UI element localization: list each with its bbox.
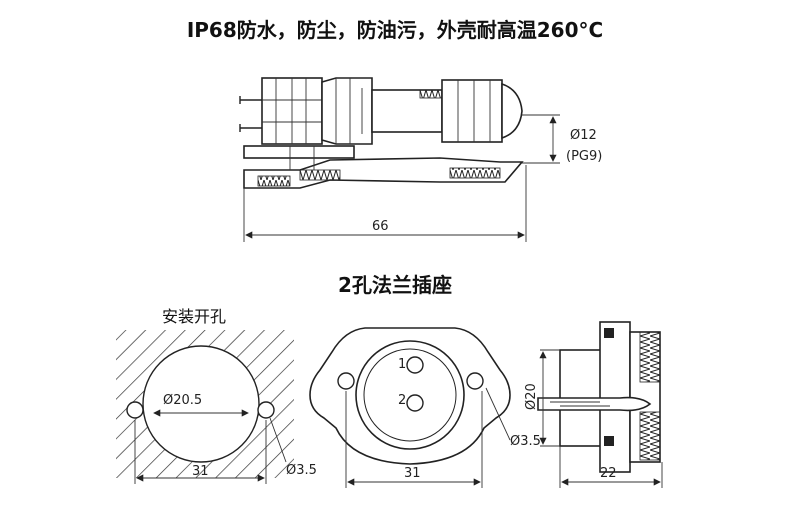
page-title: IP68防水，防尘，防油污，外壳耐高温260°C bbox=[186, 18, 604, 42]
diameter-12-label: Ø12 bbox=[570, 128, 597, 143]
cutout-width-label: 31 bbox=[192, 464, 209, 479]
pin-2-label: 2 bbox=[398, 393, 406, 408]
section-title: 2孔法兰插座 bbox=[338, 273, 452, 297]
flange-hole-label: Ø3.5 bbox=[510, 434, 541, 449]
connector-side-view bbox=[239, 77, 560, 242]
cutout-hole-label: Ø3.5 bbox=[286, 463, 317, 478]
flange-side-view bbox=[537, 321, 663, 488]
pin-1-label: 1 bbox=[398, 357, 406, 372]
cutout-diameter-label: Ø20.5 bbox=[163, 393, 202, 408]
cutout-label: 安装开孔 bbox=[162, 307, 227, 326]
side-diameter-label: Ø20 bbox=[524, 383, 539, 410]
side-length-label: 22 bbox=[600, 466, 617, 481]
length-66-label: 66 bbox=[372, 219, 389, 234]
pg9-label: (PG9) bbox=[566, 149, 602, 164]
flange-width-label: 31 bbox=[404, 466, 421, 481]
flange-front-view bbox=[309, 327, 511, 488]
